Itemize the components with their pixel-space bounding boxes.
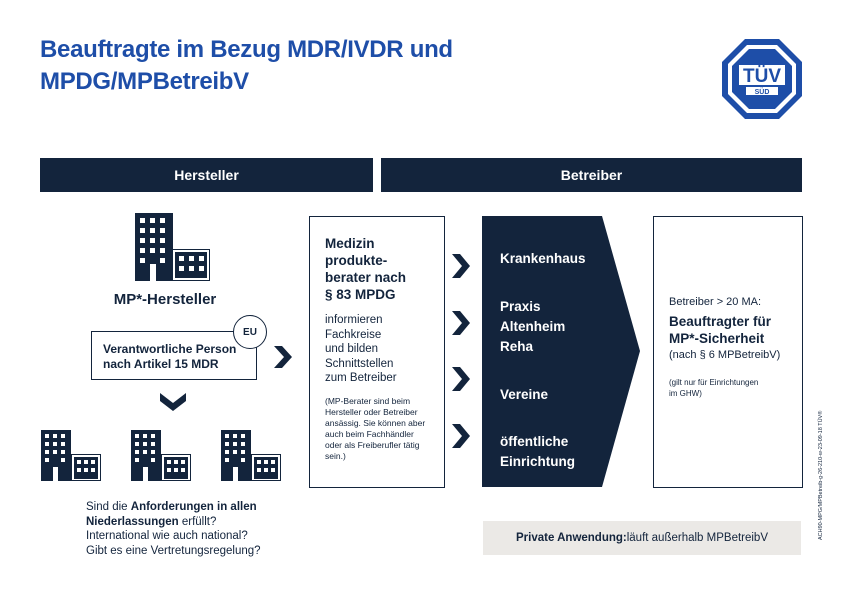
berater-note-line: oder als Freiberufler tätig [325, 440, 420, 450]
betreiber-type-line: Praxis [500, 299, 541, 314]
eu-badge: EU [233, 315, 267, 349]
mp-hersteller-label: MP*-Hersteller [113, 291, 217, 308]
question-1-bold: Anforderungen in allen [130, 501, 257, 513]
berater-desc-line: Schnittstellen [325, 357, 394, 370]
berater-note-line: (MP-Berater sind beim [325, 396, 411, 406]
berater-note-line: sein.) [325, 451, 346, 461]
question-1-prefix: Sind die [86, 501, 131, 513]
page-title: Beauftragte im Bezug MDR/IVDR und MPDG/M… [40, 34, 600, 98]
question-1-suffix: erfüllt? [178, 515, 217, 528]
betreiber-type-line: öffentliche [500, 434, 569, 449]
private-application-box: Private Anwendung: läuft außerhalb MPBet… [483, 521, 801, 555]
responsible-person-line-2: nach Artikel 15 MDR [103, 357, 219, 371]
branch-building-icon [221, 430, 281, 481]
chevron-right-icon [274, 346, 292, 368]
private-label: Private Anwendung: [515, 532, 627, 544]
berater-description: informieren Fachkreise und bilden Schnit… [325, 313, 445, 386]
questions-text: Sind die Anforderungen in allen Niederla… [86, 500, 326, 558]
logo-bottom-text: SÜD [755, 87, 770, 96]
sicherheit-box [653, 216, 803, 488]
responsible-person-box [91, 331, 257, 380]
berater-box [309, 216, 445, 488]
question-3: Gibt es eine Vertretungsregelung? [86, 544, 261, 557]
sicherheit-note-line: (gilt nur für Einrichtungen [669, 378, 759, 387]
betreiber-type-line: Altenheim [500, 319, 566, 334]
betreiber-type-line: Krankenhaus [500, 251, 586, 266]
berater-title-line: § 83 MPDG [325, 287, 396, 302]
responsible-person-text: Verantwortliche Person nach Artikel 15 M… [103, 342, 253, 372]
sicherheit-title: Beauftragter für MP*-Sicherheit [669, 313, 771, 347]
tuev-sued-logo-icon: TÜV SÜD [722, 39, 802, 119]
betreiber-type-line: Vereine [500, 387, 549, 402]
betreiber-type-line: Einrichtung [500, 454, 575, 469]
betreiber-type-line: Reha [500, 339, 534, 354]
hersteller-header: Hersteller [40, 158, 373, 192]
chevron-down-icon [160, 393, 186, 411]
berater-note-line: auch beim Fachhändler [325, 429, 414, 439]
berater-desc-line: und bilden [325, 343, 379, 355]
sicherheit-note-line: im GHW) [669, 389, 702, 398]
sicherheit-title-line: MP*-Sicherheit [669, 331, 765, 346]
sicherheit-note: (gilt nur für Einrichtungen im GHW) [669, 377, 758, 399]
chevron-right-icon [452, 424, 470, 448]
berater-desc-line: zum Betreiber [325, 372, 397, 384]
betreiber-type-praxis: Praxis Altenheim Reha [500, 297, 565, 357]
document-code: ACH90-MPG/MPBetreib-g-26-210-w-23-09-18 … [818, 410, 824, 540]
question-1-bold-2: Niederlassungen [86, 515, 179, 528]
betreiber-type-oeffentlich: öffentliche Einrichtung [500, 432, 575, 472]
branch-building-icon [41, 430, 101, 481]
berater-title-line: produkte- [325, 253, 388, 268]
berater-desc-line: informieren [325, 314, 383, 326]
betreiber-type-krankenhaus: Krankenhaus [500, 249, 586, 269]
chevron-right-icon [452, 367, 470, 391]
berater-title: Medizin produkte- berater nach § 83 MPDG [325, 235, 445, 303]
question-2: International wie auch national? [86, 530, 248, 542]
berater-note: (MP-Berater sind beim Hersteller oder Be… [325, 396, 445, 462]
berater-title-line: Medizin [325, 236, 375, 251]
berater-note-line: ansässig. Sie können aber [325, 418, 426, 428]
sicherheit-condition: Betreiber > 20 MA: [669, 296, 762, 308]
branch-building-icon [131, 430, 191, 481]
berater-title-line: berater nach [325, 270, 407, 285]
responsible-person-line-1: Verantwortliche Person [103, 342, 237, 356]
chevron-right-icon [452, 311, 470, 335]
logo-top-text: TÜV [743, 66, 781, 87]
chevron-right-icon [452, 254, 470, 278]
betreiber-arrow-shape [482, 216, 640, 487]
building-icon [135, 213, 210, 281]
page-title-line-1: Beauftragte im Bezug MDR/IVDR und [40, 36, 453, 63]
sicherheit-title-line: Beauftragter für [669, 314, 772, 329]
betreiber-type-vereine: Vereine [500, 385, 548, 405]
page-title-line-2: MPDG/MPBetreibV [40, 68, 249, 95]
private-text: läuft außerhalb MPBetreibV [626, 532, 769, 544]
betreiber-header: Betreiber [381, 158, 802, 192]
sicherheit-reference: (nach § 6 MPBetreibV) [669, 349, 781, 361]
berater-note-line: Hersteller oder Betreiber [325, 407, 418, 417]
berater-desc-line: Fachkreise [325, 328, 382, 341]
